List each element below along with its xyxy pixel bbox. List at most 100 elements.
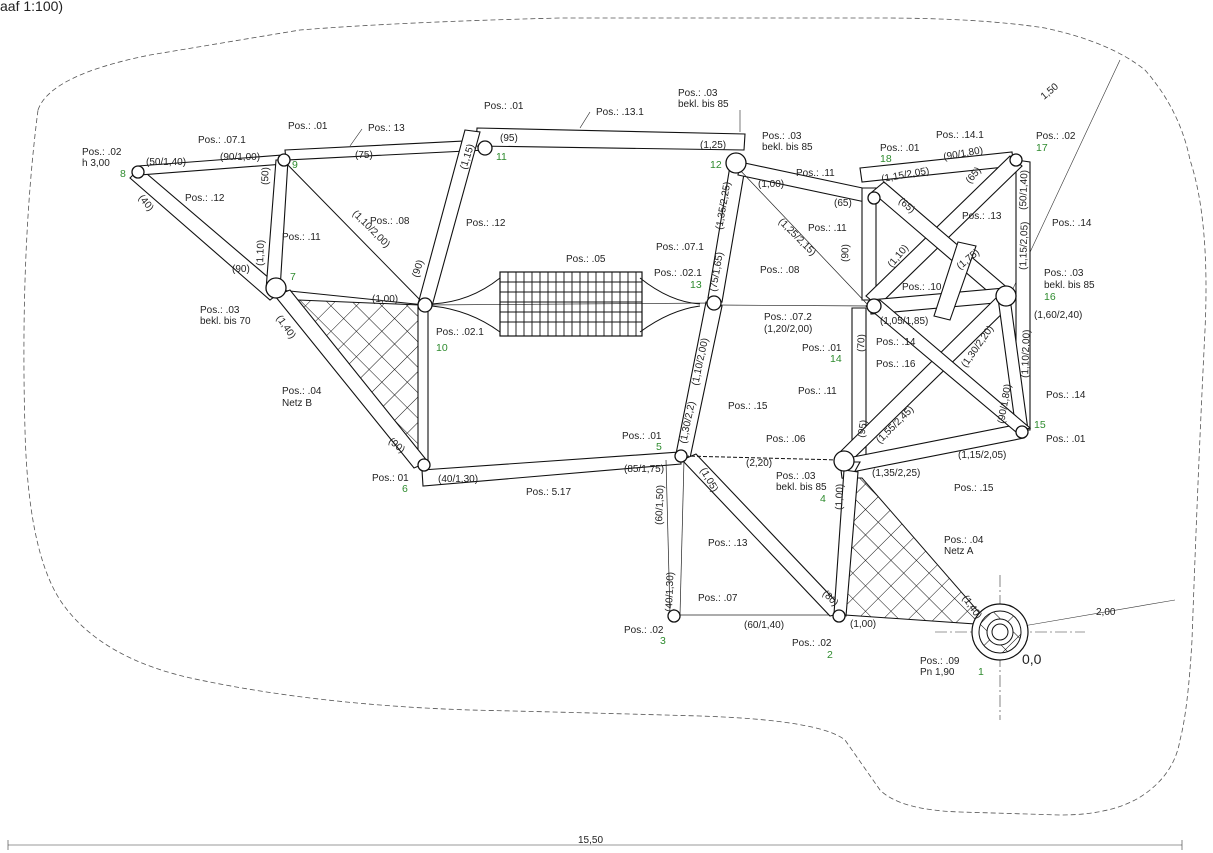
diag-dimension-label: 1,50 bbox=[1039, 81, 1061, 102]
post-18-label: Pos.: .01 bbox=[880, 143, 920, 154]
post-6-label: Pos.: 01 bbox=[372, 473, 409, 484]
post-12-number: 12 bbox=[710, 159, 722, 171]
post-7-label: Pos.: .03 bbox=[200, 305, 240, 316]
label-pos-16: Pos.: .16 bbox=[876, 359, 916, 370]
beam-dim: (1,15/2,05) bbox=[1018, 221, 1031, 270]
post-8-sub: h 3,00 bbox=[82, 158, 110, 169]
beam-dim: (90) bbox=[410, 259, 426, 279]
site-boundary bbox=[23, 17, 1207, 816]
beam-8-7 bbox=[129, 167, 284, 301]
label-pos-14c: Pos.: .14 bbox=[1046, 390, 1086, 401]
beam-5-3b bbox=[679, 459, 685, 616]
label-pos-06: Pos.: .06 bbox=[766, 434, 806, 445]
post-13 bbox=[706, 295, 722, 311]
beam-dim: (1,10) bbox=[255, 240, 267, 266]
label-pos-11a: Pos.: .11 bbox=[282, 232, 321, 243]
label-pos-11d: Pos.: .11 bbox=[798, 386, 837, 397]
post-11 bbox=[477, 140, 493, 156]
beam-dim: (70) bbox=[856, 334, 868, 352]
origin-height-label: Pn 1,90 bbox=[920, 667, 955, 678]
label-pos-07: Pos.: .07 bbox=[698, 593, 738, 604]
beam-dim: (1,10/2,00) bbox=[350, 208, 392, 250]
label-pos-13: Pos.: 13 bbox=[368, 123, 405, 134]
beam-dim: (65) bbox=[834, 198, 852, 209]
post-10-label: Pos.: .02.1 bbox=[436, 327, 484, 338]
right-offset-dimension: 2,00 bbox=[999, 599, 1176, 631]
beam-13-14 bbox=[714, 304, 871, 307]
post-2-label: Pos.: .02 bbox=[792, 638, 832, 649]
beam-dim: (1,25) bbox=[700, 140, 726, 151]
origin-coord: 0,0 bbox=[1022, 651, 1042, 667]
post-16-sub: bekl. bis 85 bbox=[1044, 280, 1095, 291]
post-15-label: Pos.: .01 bbox=[1046, 434, 1086, 445]
post-15 bbox=[1015, 425, 1029, 439]
post-8-number: 8 bbox=[120, 168, 126, 180]
post-9 bbox=[277, 153, 291, 167]
post-14 bbox=[866, 298, 882, 314]
label-pos-12a: Pos.: .12 bbox=[185, 193, 225, 204]
beam-5-3 bbox=[665, 459, 671, 616]
beam-dim: (85/1,75) bbox=[624, 464, 664, 475]
post-8 bbox=[131, 165, 145, 179]
label-pos-08b: Pos.: .08 bbox=[760, 265, 800, 276]
post-7-sub: bekl. bis 70 bbox=[200, 316, 251, 327]
label-pos-03-top: Pos.: .03 bbox=[678, 88, 718, 99]
beam-dim: (90/1,00) bbox=[220, 152, 260, 163]
post-6 bbox=[417, 458, 431, 472]
post-16 bbox=[995, 285, 1017, 307]
beam-dim: (1,35/2,25) bbox=[872, 468, 920, 479]
post-4-sub: bekl. bis 85 bbox=[776, 482, 827, 493]
beam-dim: (1,00) bbox=[758, 179, 784, 190]
post-13-number: 13 bbox=[690, 279, 702, 291]
post-3-label: Pos.: .02 bbox=[624, 625, 664, 636]
post-4-number: 4 bbox=[820, 493, 826, 505]
label-netz-a: Netz A bbox=[944, 546, 974, 557]
post-10 bbox=[417, 297, 433, 313]
beam-dim: (1,60/2,40) bbox=[1034, 310, 1082, 321]
label-pos-14-1: Pos.: .14.1 bbox=[936, 130, 984, 141]
scale-label: aaf 1:100) bbox=[0, 0, 63, 14]
label-pos-07-1b: Pos.: .07.1 bbox=[656, 242, 704, 253]
rope-9-10 bbox=[282, 159, 426, 306]
rope-7-10 bbox=[279, 289, 426, 306]
post-6-number: 6 bbox=[402, 483, 408, 495]
post-3-number: 3 bbox=[660, 635, 666, 647]
post-2-number: 2 bbox=[827, 649, 833, 661]
post-16-label: Pos.: .03 bbox=[1044, 268, 1084, 279]
post-9-label: Pos.: .01 bbox=[288, 121, 328, 132]
beam-6-5 bbox=[421, 451, 682, 487]
label-pos-08a: Pos.: .08 bbox=[370, 216, 410, 227]
post-11-number: 11 bbox=[496, 151, 507, 163]
label-pos-5-17: Pos.: 5.17 bbox=[526, 487, 571, 498]
label-pos-14a: Pos.: .14 bbox=[1052, 218, 1092, 229]
beam-18-14 bbox=[861, 187, 877, 301]
beam-9-11 bbox=[284, 139, 487, 161]
label-pos-07-1a: Pos.: .07.1 bbox=[198, 135, 246, 146]
label-pos-05: Pos.: .05 bbox=[566, 254, 606, 265]
beam-dim: (50) bbox=[260, 167, 272, 185]
post-5-label: Pos.: .01 bbox=[622, 431, 662, 442]
beam-dim: (95) bbox=[500, 133, 518, 144]
label-pos-13b: Pos.: .13 bbox=[708, 538, 748, 549]
beam-dim: (75) bbox=[355, 150, 373, 161]
beam-10-13 bbox=[424, 302, 716, 306]
label-pos-13-1: Pos.: .13.1 bbox=[596, 107, 644, 118]
label-pos-07-2: Pos.: .07.2 bbox=[764, 312, 812, 323]
post-12-label: Pos.: .03 bbox=[762, 131, 802, 142]
post-18-number: 18 bbox=[880, 153, 892, 165]
post-11-label: Pos.: .01 bbox=[484, 101, 524, 112]
beam-12-14 bbox=[737, 167, 869, 306]
beam-dim: (2,20) bbox=[746, 458, 772, 469]
post-4 bbox=[833, 450, 855, 472]
beam-dim: (50/1,40) bbox=[146, 157, 186, 168]
post-14-label: Pos.: .01 bbox=[802, 343, 842, 354]
label-pos-15a: Pos.: .15 bbox=[728, 401, 768, 412]
beam-dim: (90) bbox=[840, 244, 852, 262]
beam-dim: (50/1,40) bbox=[1018, 170, 1030, 210]
post-15-number: 15 bbox=[1034, 419, 1046, 431]
label-netz-b: Netz B bbox=[282, 398, 312, 409]
beam-dim: (1,10/2,00) bbox=[1020, 329, 1033, 378]
beam-dim: (40/1,30) bbox=[664, 572, 676, 612]
post-7 bbox=[265, 277, 287, 299]
